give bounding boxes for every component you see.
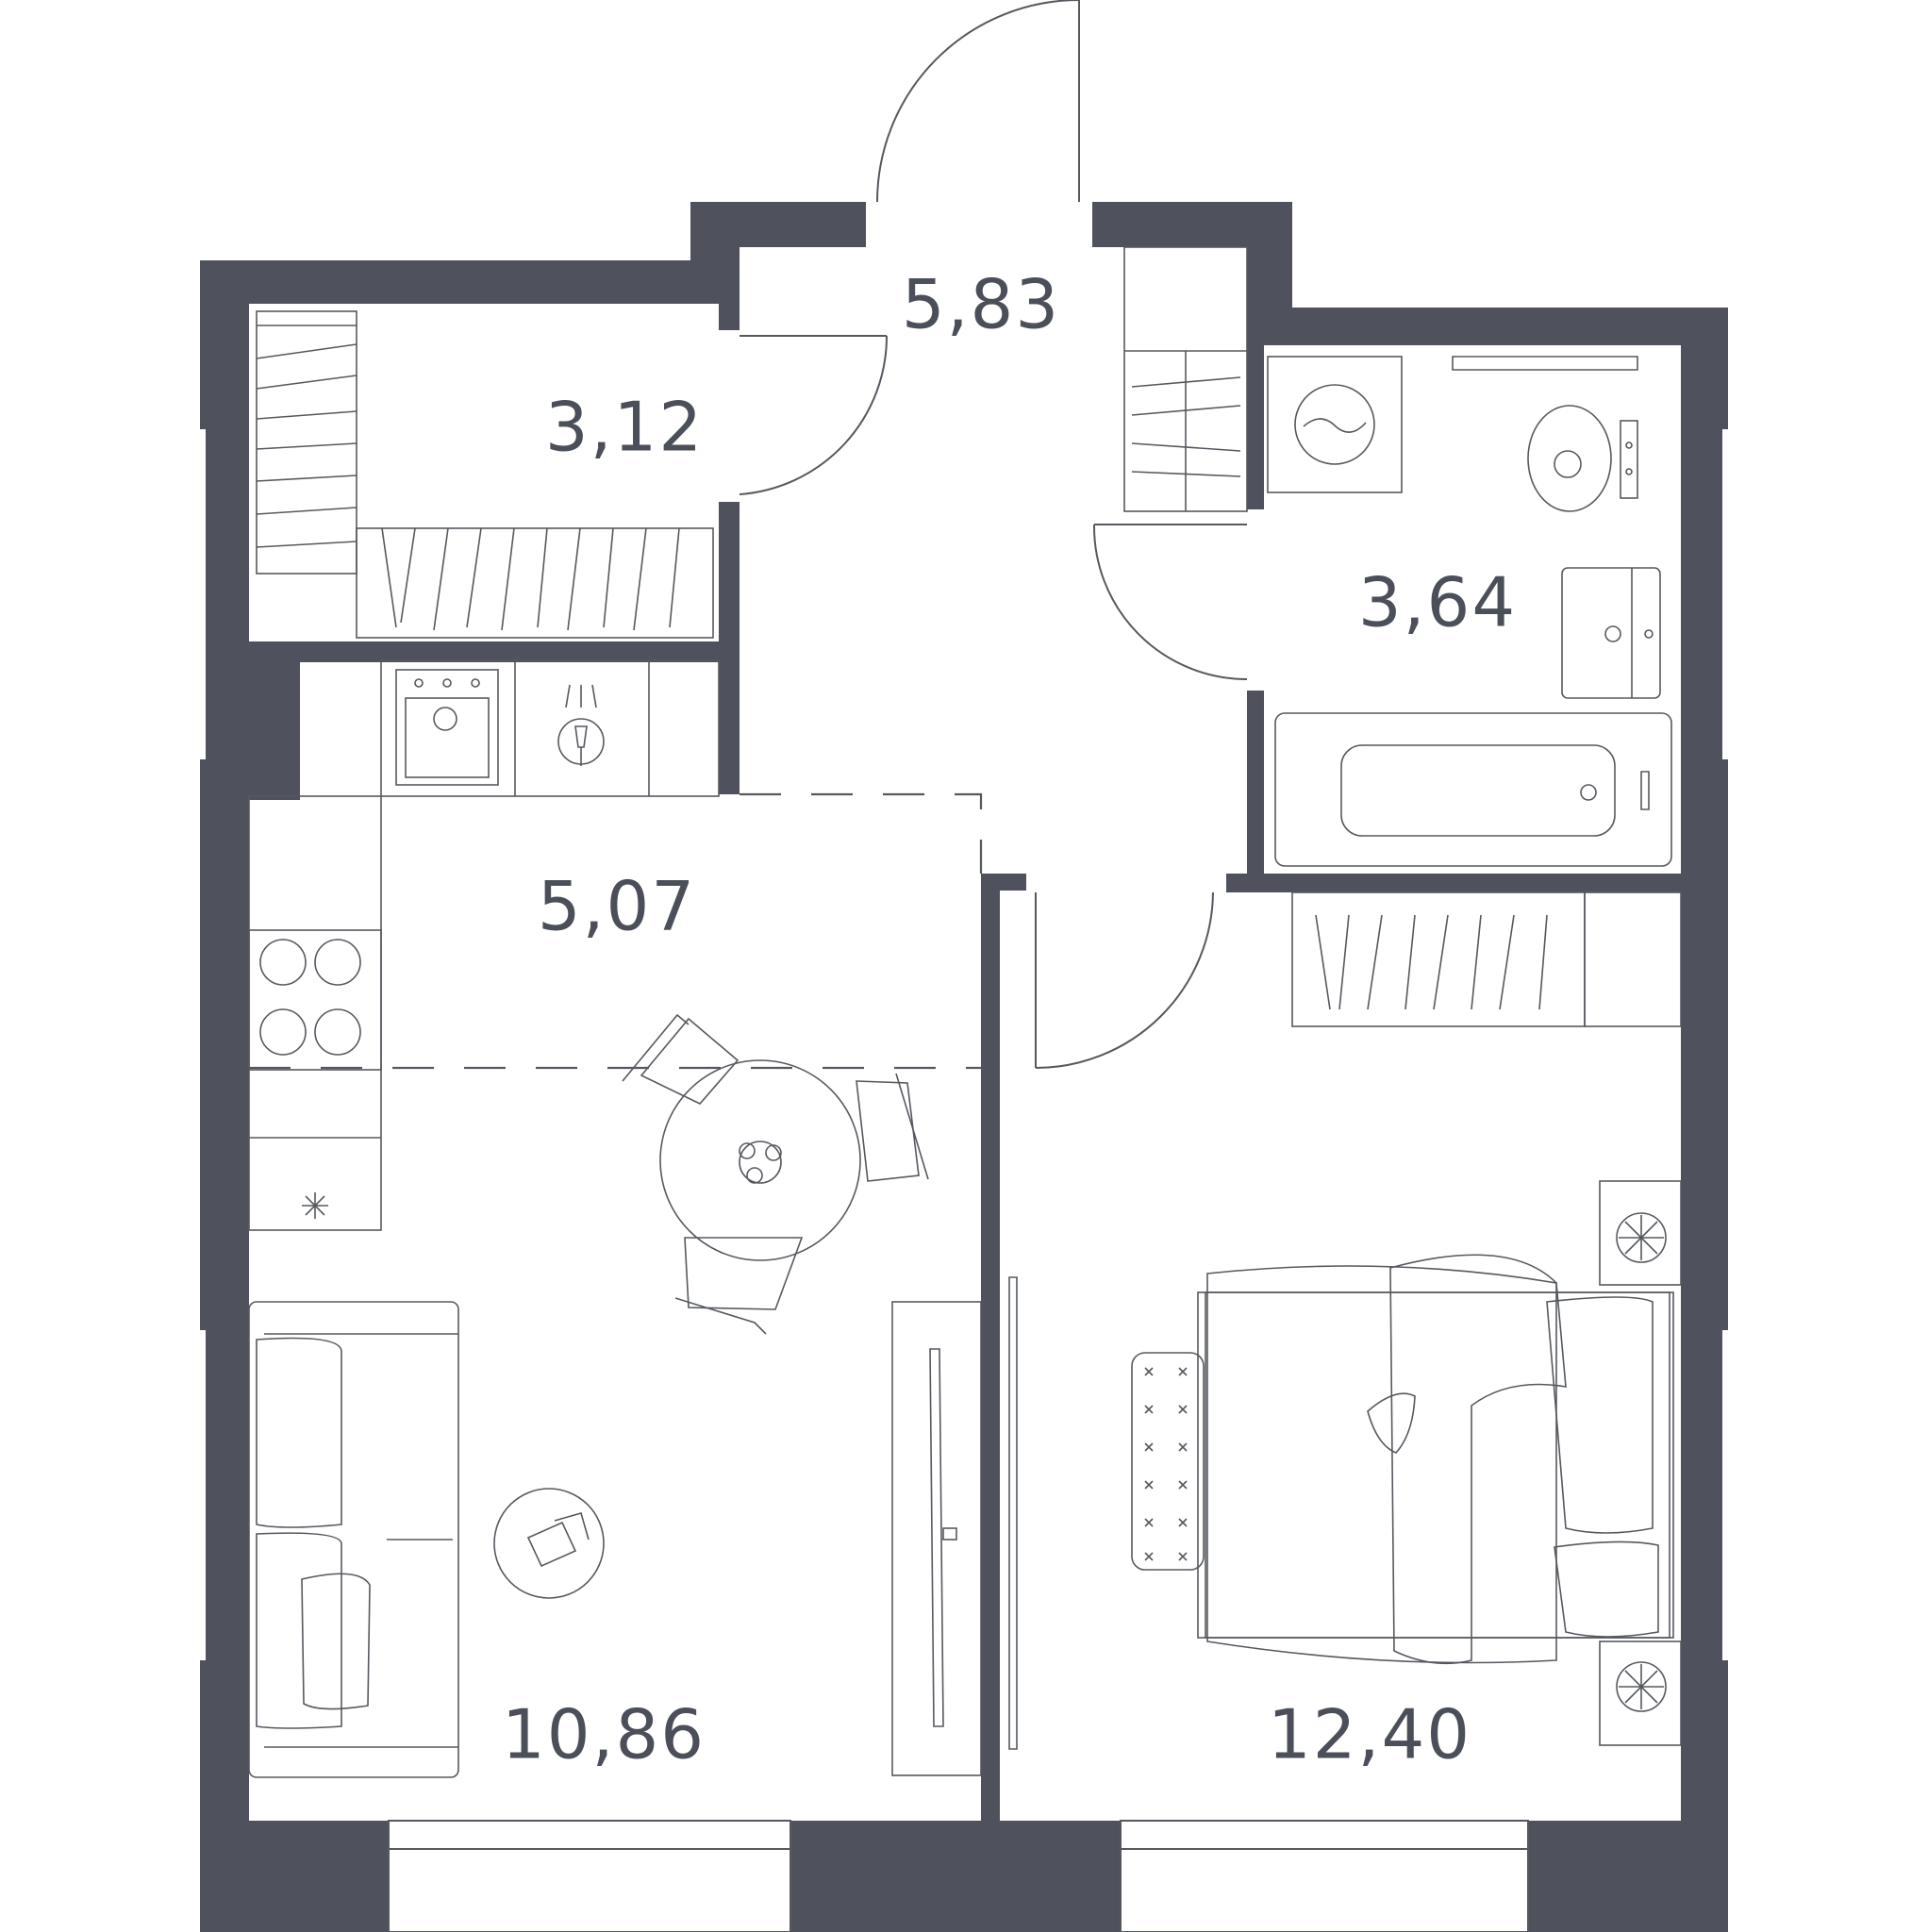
- toilet: [1452, 356, 1638, 512]
- walls: [200, 202, 1728, 1932]
- hall-cabinet: [1123, 246, 1248, 512]
- nightstands: [1599, 1180, 1682, 1746]
- coffee-table: [493, 1488, 605, 1599]
- side-windows: [200, 429, 1728, 1660]
- bedroom-wardrobe: [1291, 891, 1682, 1027]
- kitchen-counter: [248, 659, 720, 1231]
- mirror: [1008, 1276, 1018, 1750]
- sink: [1561, 567, 1661, 699]
- area-labels: 3,12 5,83 3,64 5,07 10,86 12,40: [502, 265, 1517, 1774]
- kitchen-zone-border: [249, 792, 983, 1070]
- windows: [388, 1820, 1529, 1932]
- washing-machine: [1267, 356, 1403, 493]
- area-label-bathroom: 3,64: [1358, 563, 1517, 642]
- area-label-living: 10,86: [502, 1695, 706, 1774]
- sofa: [248, 1301, 459, 1778]
- area-label-wardrobe: 3,12: [545, 388, 704, 467]
- bathtub: [1274, 712, 1672, 867]
- area-label-hall: 5,83: [902, 265, 1060, 344]
- area-label-bedroom: 12,40: [1268, 1695, 1471, 1774]
- tv-unit: [891, 1301, 982, 1776]
- dining-table: [622, 1013, 929, 1335]
- area-label-kitchen: 5,07: [538, 867, 696, 946]
- bed: [1131, 1254, 1674, 1665]
- wardrobe-shelving: [256, 310, 714, 639]
- doors: [739, 0, 1248, 1069]
